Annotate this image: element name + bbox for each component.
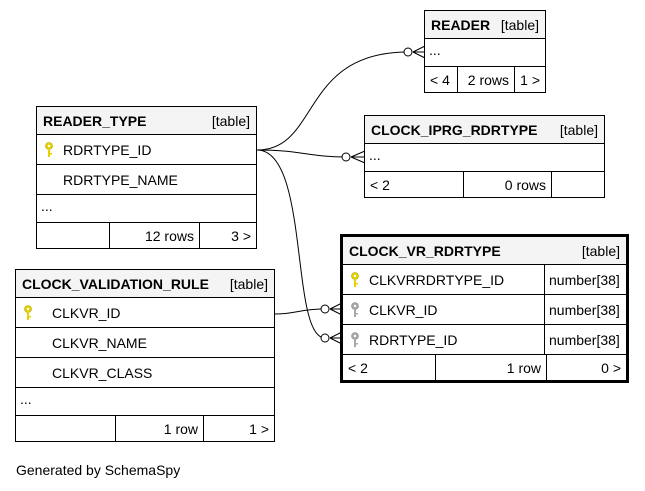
children-count[interactable]: 3 > <box>231 227 251 244</box>
table-header: CLOCK_VR_RDRTYPE [table] <box>343 237 626 265</box>
table-header: CLOCK_IPRG_RDRTYPE [table] <box>365 116 604 144</box>
row-count: 0 rows <box>464 172 552 197</box>
column-name: CLKVRRDRTYPE_ID <box>369 271 505 288</box>
column-name: RDRTYPE_ID <box>63 141 152 158</box>
column-row[interactable]: CLKVR_NAME <box>16 328 274 358</box>
table-name: READER <box>431 16 491 33</box>
children-count[interactable]: 1 > <box>520 71 540 88</box>
generated-by-note: Generated by SchemaSpy <box>16 462 181 478</box>
column-name: CLKVR_ID <box>52 304 121 321</box>
more-columns: ... <box>16 388 274 416</box>
children-count: 0 > <box>601 359 621 376</box>
row-count: 1 row <box>116 416 204 441</box>
children-count <box>552 172 604 197</box>
parents-count[interactable]: < 2 <box>365 172 464 197</box>
column-row[interactable]: CLKVR_ID <box>16 298 274 328</box>
column-type: number[38] <box>544 325 626 354</box>
table-name: READER_TYPE <box>43 112 147 129</box>
table-kind: [table] <box>559 121 598 138</box>
more-columns: ... <box>425 39 545 67</box>
column-row[interactable]: RDRTYPE_NAME <box>37 165 256 195</box>
column-name: RDRTYPE_NAME <box>63 171 178 188</box>
primary-key-icon <box>45 142 53 157</box>
table-footer: < 4 2 rows 1 > <box>425 67 545 92</box>
parents-count[interactable]: < 2 <box>343 355 436 380</box>
table-kind: [table] <box>500 16 539 33</box>
parents-count[interactable]: < 4 <box>425 67 458 92</box>
table-footer: < 2 1 row 0 > <box>343 355 626 380</box>
primary-key-icon <box>351 272 359 287</box>
edge-reader-type-to-reader <box>256 51 409 151</box>
more-columns: ... <box>37 195 256 223</box>
column-name: CLKVR_NAME <box>52 334 147 351</box>
table-footer: < 2 0 rows <box>365 172 604 197</box>
foreign-key-icon <box>351 332 359 347</box>
table-reader[interactable]: READER [table] ... < 4 2 rows 1 > <box>424 10 546 93</box>
edge-reader-type-to-clock-vr <box>256 149 326 339</box>
parents-count <box>37 223 110 248</box>
table-footer: 12 rows 3 > <box>37 223 256 248</box>
row-count: 2 rows <box>458 67 515 92</box>
table-name: CLOCK_VALIDATION_RULE <box>22 275 209 292</box>
column-name: CLKVR_ID <box>369 301 438 318</box>
table-footer: 1 row 1 > <box>16 416 274 441</box>
table-header: READER [table] <box>425 11 545 39</box>
column-row[interactable]: RDRTYPE_ID <box>37 135 256 165</box>
column-name: RDRTYPE_ID <box>369 331 458 348</box>
row-count: 1 row <box>436 355 547 380</box>
column-row[interactable]: CLKVR_CLASS <box>16 358 274 388</box>
column-row[interactable]: RDRTYPE_ID number[38] <box>343 325 626 355</box>
table-header: CLOCK_VALIDATION_RULE [table] <box>16 270 274 298</box>
column-row[interactable]: CLKVRRDRTYPE_ID number[38] <box>343 265 626 295</box>
foreign-key-icon <box>351 302 359 317</box>
column-name: CLKVR_CLASS <box>52 364 153 381</box>
optional-marker-clock-iprg <box>341 152 351 162</box>
children-count[interactable]: 1 > <box>249 420 269 437</box>
optional-marker-reader <box>403 47 413 57</box>
table-clock-validation-rule[interactable]: CLOCK_VALIDATION_RULE [table] CLKVR_ID C… <box>15 269 275 442</box>
edge-validation-rule-to-clock-vr <box>274 308 326 315</box>
table-kind: [table] <box>211 112 250 129</box>
table-name: CLOCK_VR_RDRTYPE <box>349 242 501 259</box>
parents-count <box>16 416 116 441</box>
column-row[interactable]: CLKVR_ID number[38] <box>343 295 626 325</box>
table-header: READER_TYPE [table] <box>37 107 256 135</box>
table-kind: [table] <box>229 275 268 292</box>
primary-key-icon <box>24 305 32 320</box>
table-reader-type[interactable]: READER_TYPE [table] RDRTYPE_ID RDRTYPE_N… <box>36 106 257 249</box>
table-name: CLOCK_IPRG_RDRTYPE <box>371 121 538 138</box>
column-type: number[38] <box>544 295 626 324</box>
table-clock-vr-rdrtype[interactable]: CLOCK_VR_RDRTYPE [table] CLKVRRDRTYPE_ID… <box>340 234 629 383</box>
edge-reader-type-to-clock-iprg <box>256 149 347 158</box>
crowsfoot-reader <box>412 45 426 53</box>
table-kind: [table] <box>581 242 620 259</box>
more-columns: ... <box>365 144 604 172</box>
row-count: 12 rows <box>110 223 200 248</box>
table-clock-iprg-rdrtype[interactable]: CLOCK_IPRG_RDRTYPE [table] ... < 2 0 row… <box>364 115 605 198</box>
column-type: number[38] <box>544 265 626 294</box>
